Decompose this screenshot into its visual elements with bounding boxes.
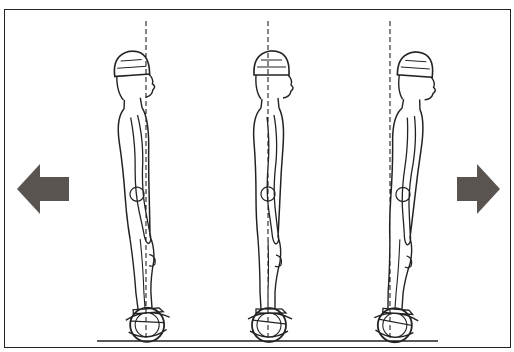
rider-leaning-forward-icon xyxy=(373,21,438,344)
balance-diagram xyxy=(5,10,512,349)
diagram-frame xyxy=(4,9,511,348)
rider-upright-icon xyxy=(248,21,293,342)
rider-leaning-back-icon xyxy=(107,21,172,343)
left-arrow-icon xyxy=(17,164,69,214)
right-arrow-icon xyxy=(457,164,500,214)
